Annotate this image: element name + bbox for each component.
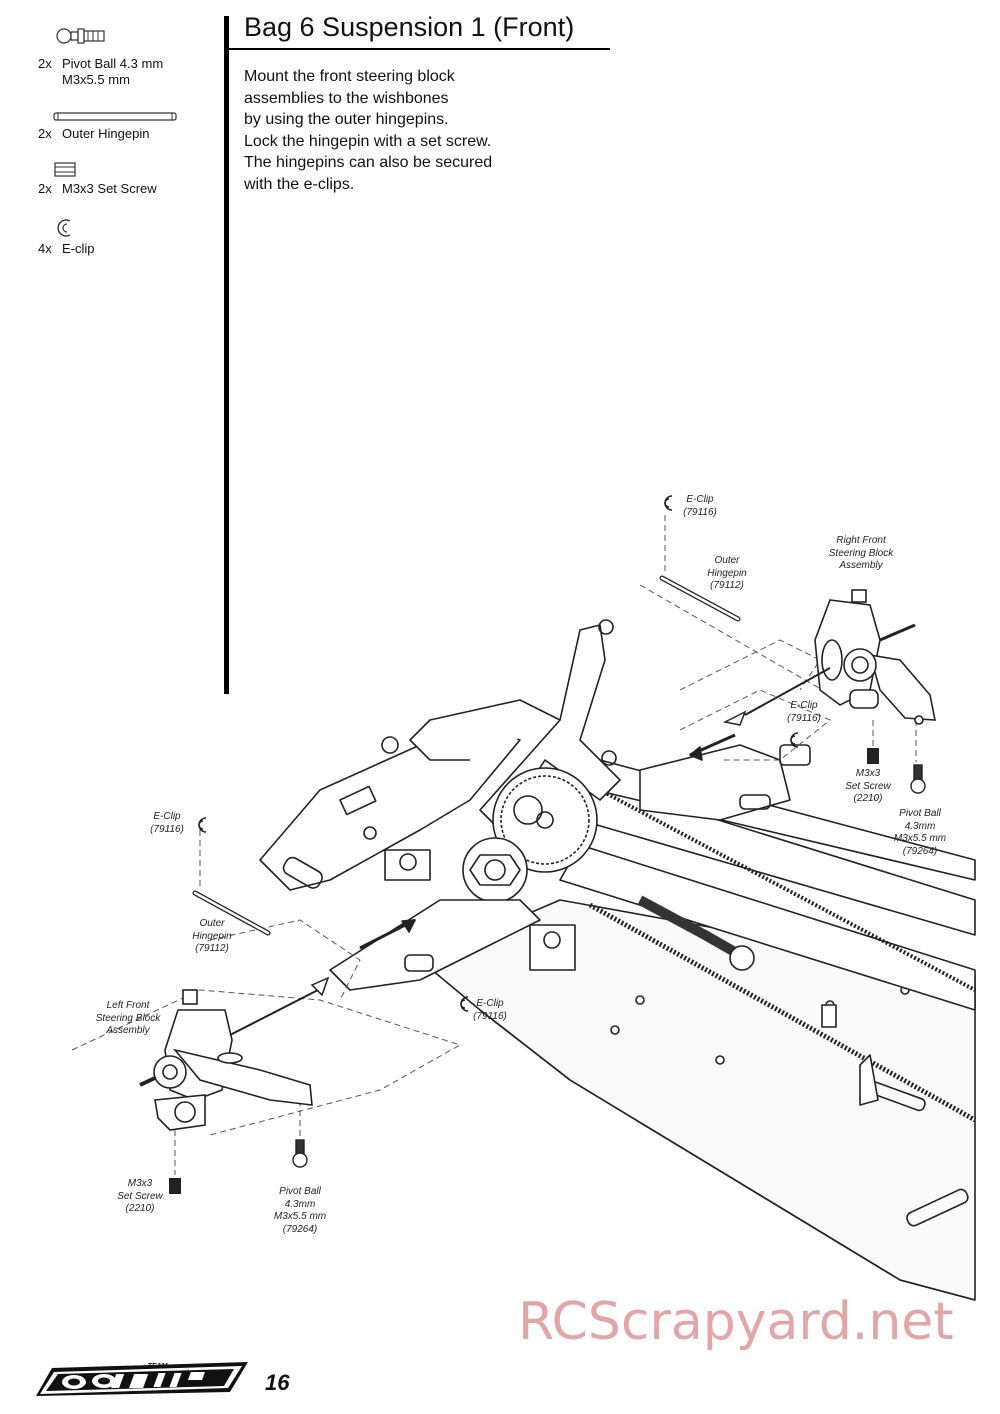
instruction-line: assemblies to the wishbones — [244, 89, 449, 107]
set-screw-icon — [54, 162, 76, 177]
left-steering-block — [139, 989, 313, 1131]
e-clip-icon — [57, 219, 71, 237]
pivot-ball-left — [292, 1139, 308, 1168]
svg-text:TEAM: TEAM — [148, 1363, 168, 1370]
e-clip-left — [198, 817, 207, 833]
instructions: Mount the front steering block assemblie… — [244, 66, 574, 195]
right-steering-block — [814, 589, 936, 725]
callout-e-clip-right: E-Clip(79116) — [787, 700, 821, 724]
callout-e-clip-top: E-Clip(79116) — [683, 494, 717, 518]
pivot-ball-right — [910, 764, 926, 794]
title-underline — [229, 48, 610, 50]
belt — [588, 902, 977, 1123]
e-clip-top — [664, 495, 673, 511]
page-number: 16 — [265, 1370, 290, 1395]
spur-gear — [492, 767, 598, 873]
instruction-line: The hingepins can also be secured — [244, 154, 493, 171]
instruction-line: Lock the hingepin with a set screw. — [244, 132, 492, 150]
page-title: Bag 6 Suspension 1 (Front) — [244, 12, 575, 42]
column-divider — [224, 16, 229, 694]
e-clip-right — [790, 732, 799, 748]
pivot-ball-icon — [56, 28, 105, 44]
team-corally-logo: TEAM — [36, 1362, 248, 1396]
instruction-line: Mount the front steering block — [244, 68, 455, 85]
left-wishbone — [329, 899, 541, 991]
set-screw-right — [867, 748, 879, 764]
set-screw-left — [169, 1178, 181, 1194]
instruction-line: by using the outer hingepins. — [244, 111, 449, 128]
watermark: RCScrapyard.net — [518, 1292, 954, 1352]
bumper-plate — [259, 719, 521, 891]
callout-e-clip-left: E-Clip(79116) — [150, 811, 184, 835]
assembly-diagram — [71, 495, 977, 1301]
instruction-line: with the e-clips. — [244, 175, 355, 193]
right-wishbone — [639, 744, 791, 821]
e-clip-mid — [460, 996, 469, 1012]
callout-e-clip-mid: E-Clip(79116) — [473, 998, 507, 1022]
hingepin-icon — [53, 112, 177, 121]
